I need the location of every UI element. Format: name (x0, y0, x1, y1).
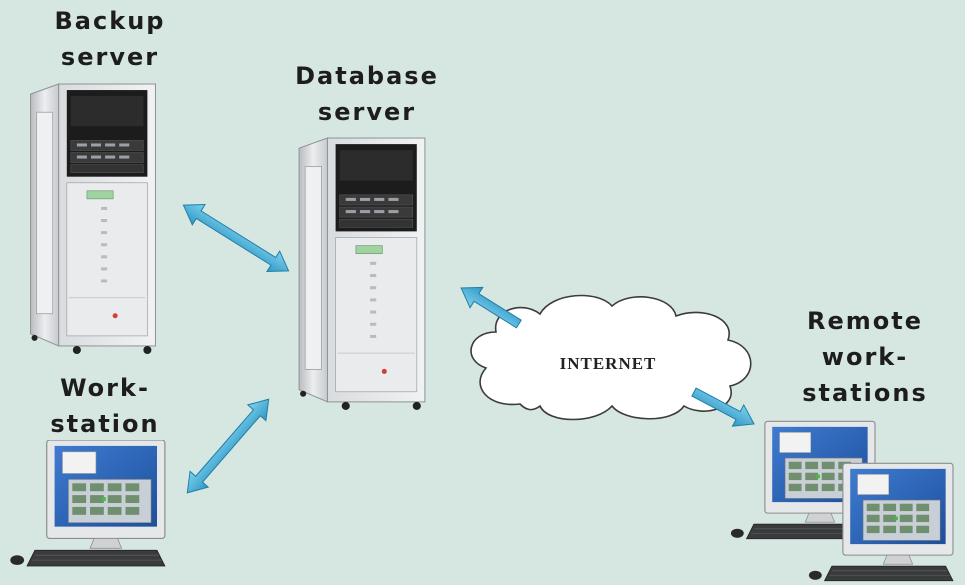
database-server-label-line-2: server (317, 98, 417, 126)
cloud-database-arrow-icon (454, 277, 526, 335)
database-server-label: Database server (282, 58, 452, 130)
database-server-label-line-1: Database (295, 62, 439, 90)
backup-server-label: Backup server (35, 3, 185, 75)
remote-workstations-label: Remote work- stations (790, 303, 940, 411)
database-server-rack-icon (298, 137, 426, 410)
backup-server-rack-icon (30, 83, 156, 354)
internet-cloud-icon: INTERNET (470, 294, 752, 421)
backup-database-arrow-icon (176, 194, 296, 282)
workstation-label: Work- station (40, 370, 170, 442)
internet-cloud-text: INTERNET (560, 354, 657, 373)
remote-workstations-label-line-1: Remote (806, 307, 923, 335)
workstation-computer-icon (9, 440, 166, 567)
backup-server-label-line-2: server (60, 43, 160, 71)
workstation-label-line-1: Work- (60, 374, 150, 402)
remote-workstations-label-line-3: stations (802, 379, 928, 407)
remote-workstations-label-line-2: work- (821, 343, 909, 371)
workstation-database-arrow-icon (177, 390, 279, 502)
backup-server-label-line-1: Backup (54, 7, 166, 35)
workstation-label-line-2: station (50, 410, 160, 438)
